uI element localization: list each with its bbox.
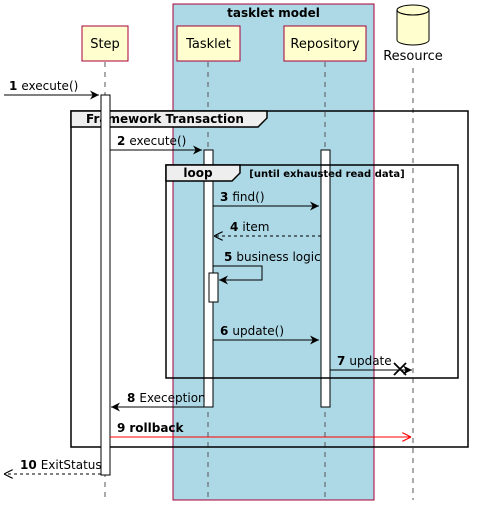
message-9-text: 9 rollback	[117, 421, 185, 435]
message-9-label: rollback	[129, 421, 184, 435]
message-1: 1 execute()	[4, 79, 99, 100]
message-9-number: 9	[117, 421, 125, 435]
destroy-icon	[393, 362, 407, 376]
participant-step-label: Step	[90, 37, 120, 52]
message-6: 6 update()	[213, 324, 319, 345]
message-6-number: 6	[220, 324, 228, 338]
message-2-number: 2	[117, 134, 125, 148]
participant-tasklet-box	[176, 25, 241, 62]
message-8-number: 8	[127, 391, 135, 405]
activation-repository	[320, 149, 331, 408]
participant-tasklet-label: Tasklet	[185, 37, 231, 52]
frame-loop-label: loop	[183, 166, 213, 180]
frame-transaction: Framework Transaction	[70, 110, 469, 448]
participant-repository: Repository	[283, 25, 367, 62]
frame-transaction-tab	[70, 110, 268, 128]
message-4: 4 item	[214, 220, 321, 236]
frame-loop-tab	[165, 164, 241, 182]
message-10-label: ExitStatus	[41, 458, 102, 472]
frame-loop: loop [until exhausted read data]	[165, 164, 459, 379]
message-3-text: 3 find()	[220, 190, 265, 204]
message-9: 9 rollback	[110, 421, 411, 437]
message-3: 3 find()	[213, 190, 319, 211]
activation-tasklet-nested	[208, 272, 219, 303]
message-2-text: 2 execute()	[117, 134, 186, 148]
message-3-label: find()	[232, 190, 264, 204]
message-7: 7 update	[330, 354, 412, 376]
message-8-label: Exeception	[139, 391, 205, 405]
message-5-label: business logic	[236, 250, 320, 264]
message-7-label: update	[349, 354, 391, 368]
message-10-number: 10	[20, 458, 37, 472]
participant-resource-label: Resource	[383, 49, 443, 64]
message-5-number: 5	[224, 250, 232, 264]
frame-loop-border	[165, 164, 459, 379]
message-8-text: 8 Exeception	[127, 391, 206, 405]
message-4-label: item	[242, 220, 269, 234]
activations	[100, 94, 331, 476]
frame-transaction-label: Framework Transaction	[86, 112, 244, 126]
message-8: 8 Exeception	[111, 391, 206, 412]
message-2-label: execute()	[129, 134, 186, 148]
participant-resource: Resource	[383, 4, 443, 64]
participant-step: Step	[81, 25, 129, 62]
message-7-number: 7	[337, 354, 345, 368]
participant-repository-box	[283, 25, 367, 62]
tasklet-model-box-title: tasklet model	[227, 6, 320, 20]
frame-transaction-border	[70, 110, 469, 448]
message-5: 5 business logic	[213, 250, 321, 285]
message-2: 2 execute()	[110, 134, 202, 155]
message-3-number: 3	[220, 190, 228, 204]
participant-tasklet: Tasklet	[176, 25, 241, 62]
database-icon	[396, 4, 430, 46]
activation-step	[100, 94, 111, 476]
message-6-label: update()	[232, 324, 284, 338]
message-7-text: 7 update	[337, 354, 392, 368]
message-10: 10 ExitStatus	[4, 458, 102, 474]
frame-loop-condition: [until exhausted read data]	[249, 169, 404, 180]
message-5-arrow	[213, 265, 263, 285]
message-6-text: 6 update()	[220, 324, 284, 338]
participant-step-box	[81, 25, 129, 62]
message-10-text: 10 ExitStatus	[20, 458, 102, 472]
participant-repository-label: Repository	[290, 37, 359, 52]
message-4-number: 4	[230, 220, 238, 234]
message-1-number: 1	[9, 79, 17, 93]
message-1-text: 1 execute()	[9, 79, 78, 93]
message-4-text: 4 item	[230, 220, 269, 234]
message-5-text: 5 business logic	[224, 250, 321, 264]
message-1-label: execute()	[21, 79, 78, 93]
